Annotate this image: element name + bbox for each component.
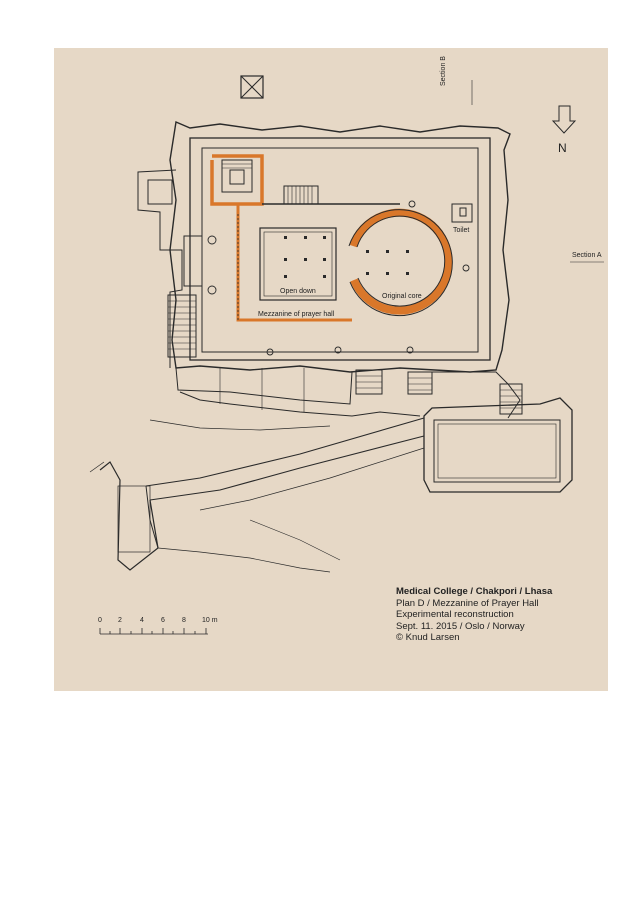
scale-tick-label: 10 m: [202, 617, 218, 624]
caption-reconstruction: Experimental reconstruction: [396, 609, 514, 620]
label-toilet: Toilet: [453, 227, 470, 234]
label-section-b: Section B: [440, 56, 447, 86]
north-label: N: [558, 141, 567, 155]
scale-tick-label: 4: [140, 617, 144, 624]
lower-right-room: [423, 397, 573, 493]
scale-tick-label: 2: [118, 617, 122, 624]
lower-corridor: [175, 367, 353, 405]
label-original-core: Original core: [382, 293, 422, 300]
mezzanine-highlight: [210, 154, 453, 315]
label-mezzanine: Mezzanine of prayer hall: [258, 311, 335, 318]
open-down-hall: [259, 227, 337, 301]
scale-tick-label: 0: [98, 617, 102, 624]
caption-copyright: © Knud Larsen: [396, 632, 460, 643]
caption-title: Medical College / Chakpori / Lhasa: [396, 586, 553, 597]
scale-bar: [99, 628, 208, 635]
scale-tick-label: 8: [182, 617, 186, 624]
label-open-down: Open down: [280, 288, 316, 295]
toilet-room: [451, 203, 473, 223]
outer-wall: [189, 137, 491, 361]
left-annex: [137, 169, 183, 368]
caption-plan: Plan D / Mezzanine of Prayer Hall: [396, 597, 539, 609]
scale-tick-label: 6: [161, 617, 165, 624]
caption-block: Medical College / Chakpori / Lhasa Plan …: [396, 586, 552, 644]
ramp: [145, 417, 425, 487]
cross-box-icon: [240, 75, 264, 99]
caption-date: Sept. 11. 2015 / Oslo / Norway: [396, 620, 525, 632]
north-arrow-icon: [551, 105, 577, 134]
label-section-a: Section A: [572, 252, 602, 259]
building-outline: [169, 121, 511, 373]
